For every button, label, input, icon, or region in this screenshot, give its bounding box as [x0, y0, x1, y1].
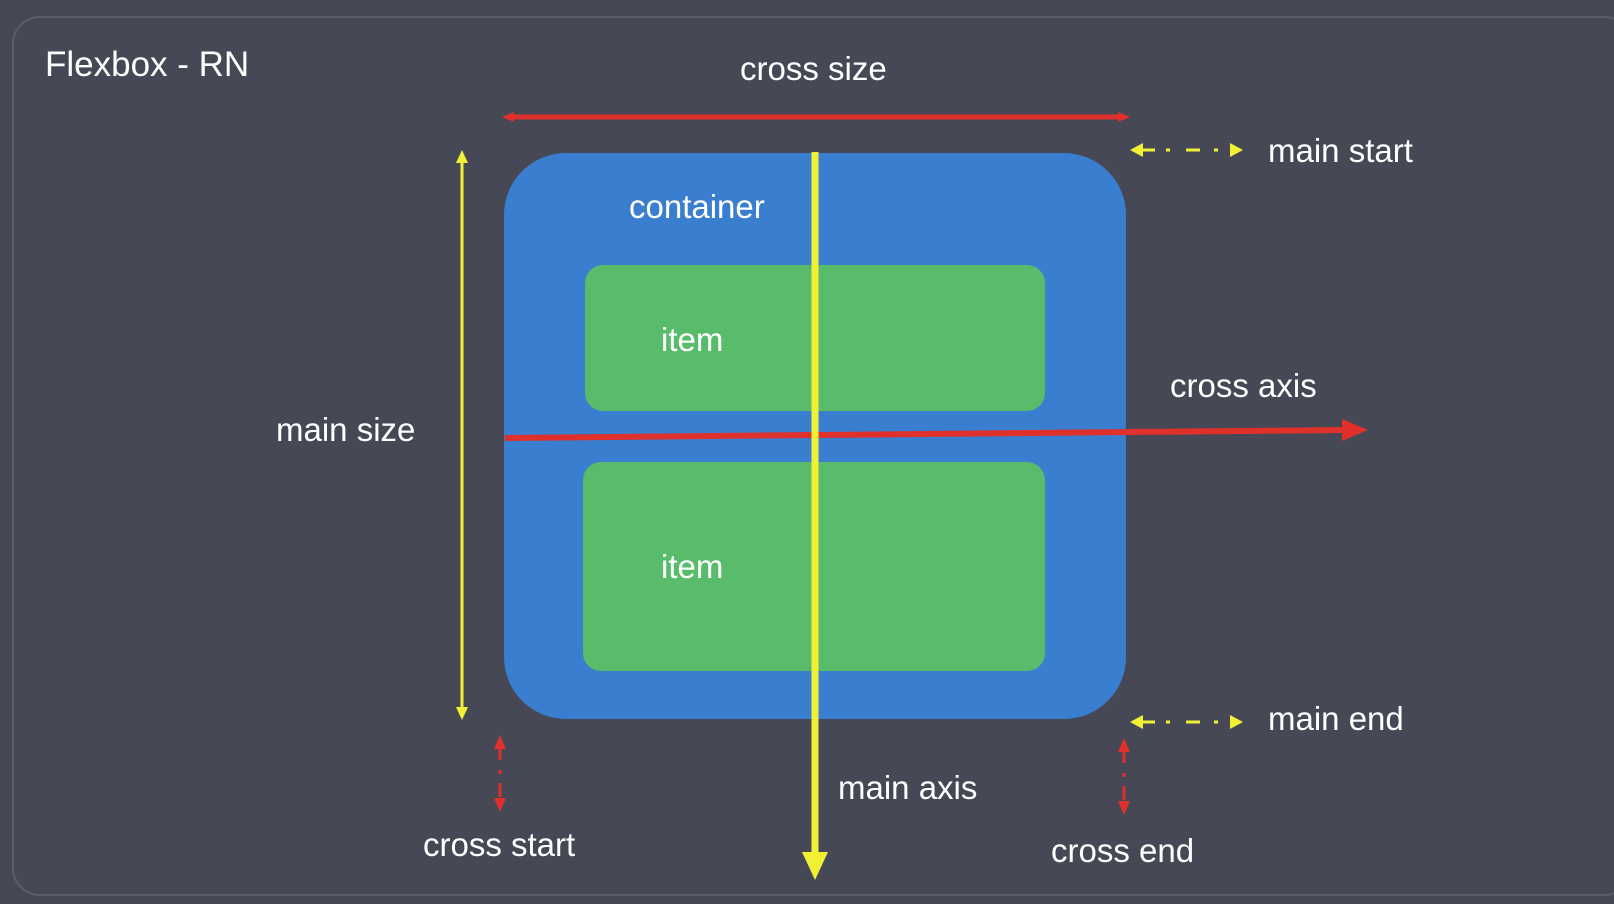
cross-size-label: cross size — [740, 50, 887, 87]
main-size-label: main size — [276, 411, 416, 448]
slide-title: Flexbox - RN — [45, 45, 250, 84]
cross-axis-arrow — [504, 419, 1368, 441]
cross-start-label: cross start — [423, 826, 576, 863]
item-label-1: item — [661, 321, 724, 358]
cross-start-arrow — [494, 735, 506, 812]
cross-end-arrow — [1118, 738, 1130, 815]
slide-frame — [12, 16, 1614, 896]
cross-size-arrow — [502, 112, 1130, 122]
main-end-arrow — [1130, 715, 1243, 729]
item-label-2: item — [661, 548, 724, 585]
cross-end-label: cross end — [1051, 832, 1195, 869]
main-size-arrow — [456, 150, 468, 720]
main-start-label: main start — [1268, 132, 1413, 169]
container-label: container — [629, 188, 765, 225]
main-axis-arrow — [802, 152, 828, 880]
main-end-label: main end — [1268, 700, 1404, 737]
main-axis-label: main axis — [838, 769, 978, 806]
cross-axis-label: cross axis — [1170, 367, 1317, 404]
main-start-arrow — [1130, 143, 1243, 157]
